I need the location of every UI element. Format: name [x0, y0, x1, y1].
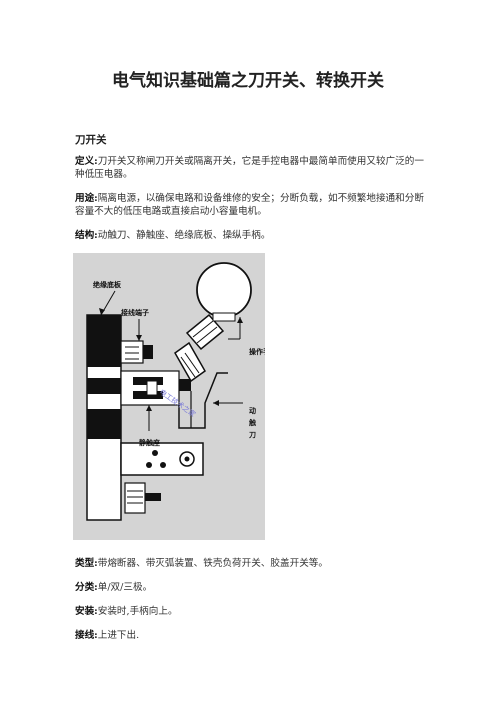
structure-text: 动触刀、静触座、绝缘底板、操纵手柄。 — [97, 230, 271, 241]
wiring-text: 上进下出. — [97, 630, 140, 641]
classification-label: 分类: — [75, 582, 98, 593]
paragraph-installation: 安装:安装时,手柄向上。 — [75, 605, 430, 618]
label-moving-blade-1: 动 — [249, 406, 256, 415]
document-title: 电气知识基础篇之刀开关、转换开关 — [112, 71, 384, 91]
paragraph-types: 类型:带熔断器、带灭弧装置、铁壳负荷开关、胶盖开关等。 — [75, 557, 430, 570]
types-label: 类型: — [75, 558, 98, 569]
label-terminal: 接线端子 — [121, 308, 149, 317]
classification-text: 单/双/三极。 — [97, 582, 153, 593]
wiring-label: 接线: — [75, 630, 98, 641]
section-heading: 刀开关 — [75, 134, 107, 146]
usage-text: 隔离电源，以确保电路和设备维修的安全；分断负载，如不频繁地接通和分断容量不大的低… — [75, 193, 424, 217]
label-handle: 操作手柄 — [249, 347, 265, 356]
usage-label: 用途: — [75, 193, 98, 204]
structure-label: 结构: — [75, 230, 98, 241]
label-insulating-base: 绝缘底板 — [93, 280, 122, 289]
paragraph-usage: 用途:隔离电源，以确保电路和设备维修的安全；分断负载，如不频繁地接通和分断容量不… — [75, 192, 430, 218]
paragraph-structure: 结构:动触刀、静触座、绝缘底板、操纵手柄。 — [75, 229, 430, 242]
paragraph-definition: 定义:刀开关又称闸刀开关或隔离开关，它是手控电器中最简单而使用又较广泛的一种低压… — [75, 155, 430, 181]
definition-label: 定义: — [75, 156, 98, 167]
label-static-seat: 静触座 — [139, 438, 160, 447]
types-text: 带熔断器、带灭弧装置、铁壳负荷开关、胶盖开关等。 — [97, 558, 328, 569]
installation-label: 安装: — [75, 606, 98, 617]
knife-switch-diagram: 绝缘底板 接线端子 操作手柄 静触座 动 触 刀 电工技术之家 — [73, 253, 265, 540]
paragraph-wiring: 接线:上进下出. — [75, 629, 430, 642]
paragraph-classification: 分类:单/双/三极。 — [75, 581, 430, 594]
installation-text: 安装时,手柄向上。 — [97, 606, 178, 617]
label-moving-blade-3: 刀 — [249, 431, 256, 439]
definition-text: 刀开关又称闸刀开关或隔离开关，它是手控电器中最简单而使用又较广泛的一种低压电器。 — [75, 156, 424, 180]
label-moving-blade-2: 触 — [248, 418, 256, 427]
